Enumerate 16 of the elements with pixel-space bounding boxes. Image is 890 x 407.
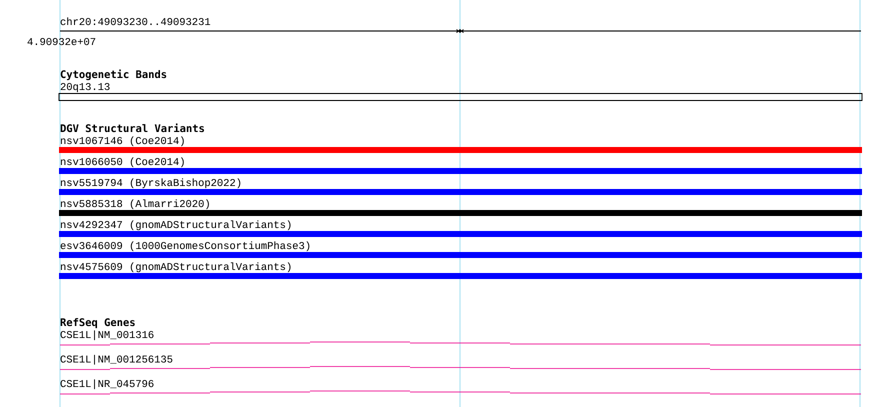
feature-label: nsv4575609 (gnomADStructuralVariants) <box>60 262 290 272</box>
feature-label: 20q13.13 <box>60 83 110 92</box>
feature-label: CSE1L|NM_001316 <box>60 330 154 340</box>
track-heading: RefSeq Genes <box>60 318 135 328</box>
feature-label: nsv1067146 (Coe2014) <box>60 136 184 146</box>
feature-label: nsv5885318 (Almarri2020) <box>60 199 209 210</box>
feature-label: CSE1L|NM_001256135 <box>60 354 172 365</box>
axis-tick-label: 4.90932e+07 <box>28 38 96 46</box>
track-heading: DGV Structural Variants <box>60 124 204 132</box>
coordinate-label: chr20:49093230..49093231 <box>60 17 210 26</box>
feature-label: nsv1066050 (Coe2014) <box>60 157 184 168</box>
feature-label: CSE1L|NR_045796 <box>60 379 154 390</box>
feature-label: nsv4292347 (gnomADStructuralVariants) <box>60 220 290 230</box>
track-heading: Cytogenetic Bands <box>60 70 166 80</box>
feature-label: nsv5519794 (ByrskaBishop2022) <box>60 178 240 188</box>
feature-label: esv3646009 (1000GenomesConsortiumPhase3) <box>60 241 310 252</box>
